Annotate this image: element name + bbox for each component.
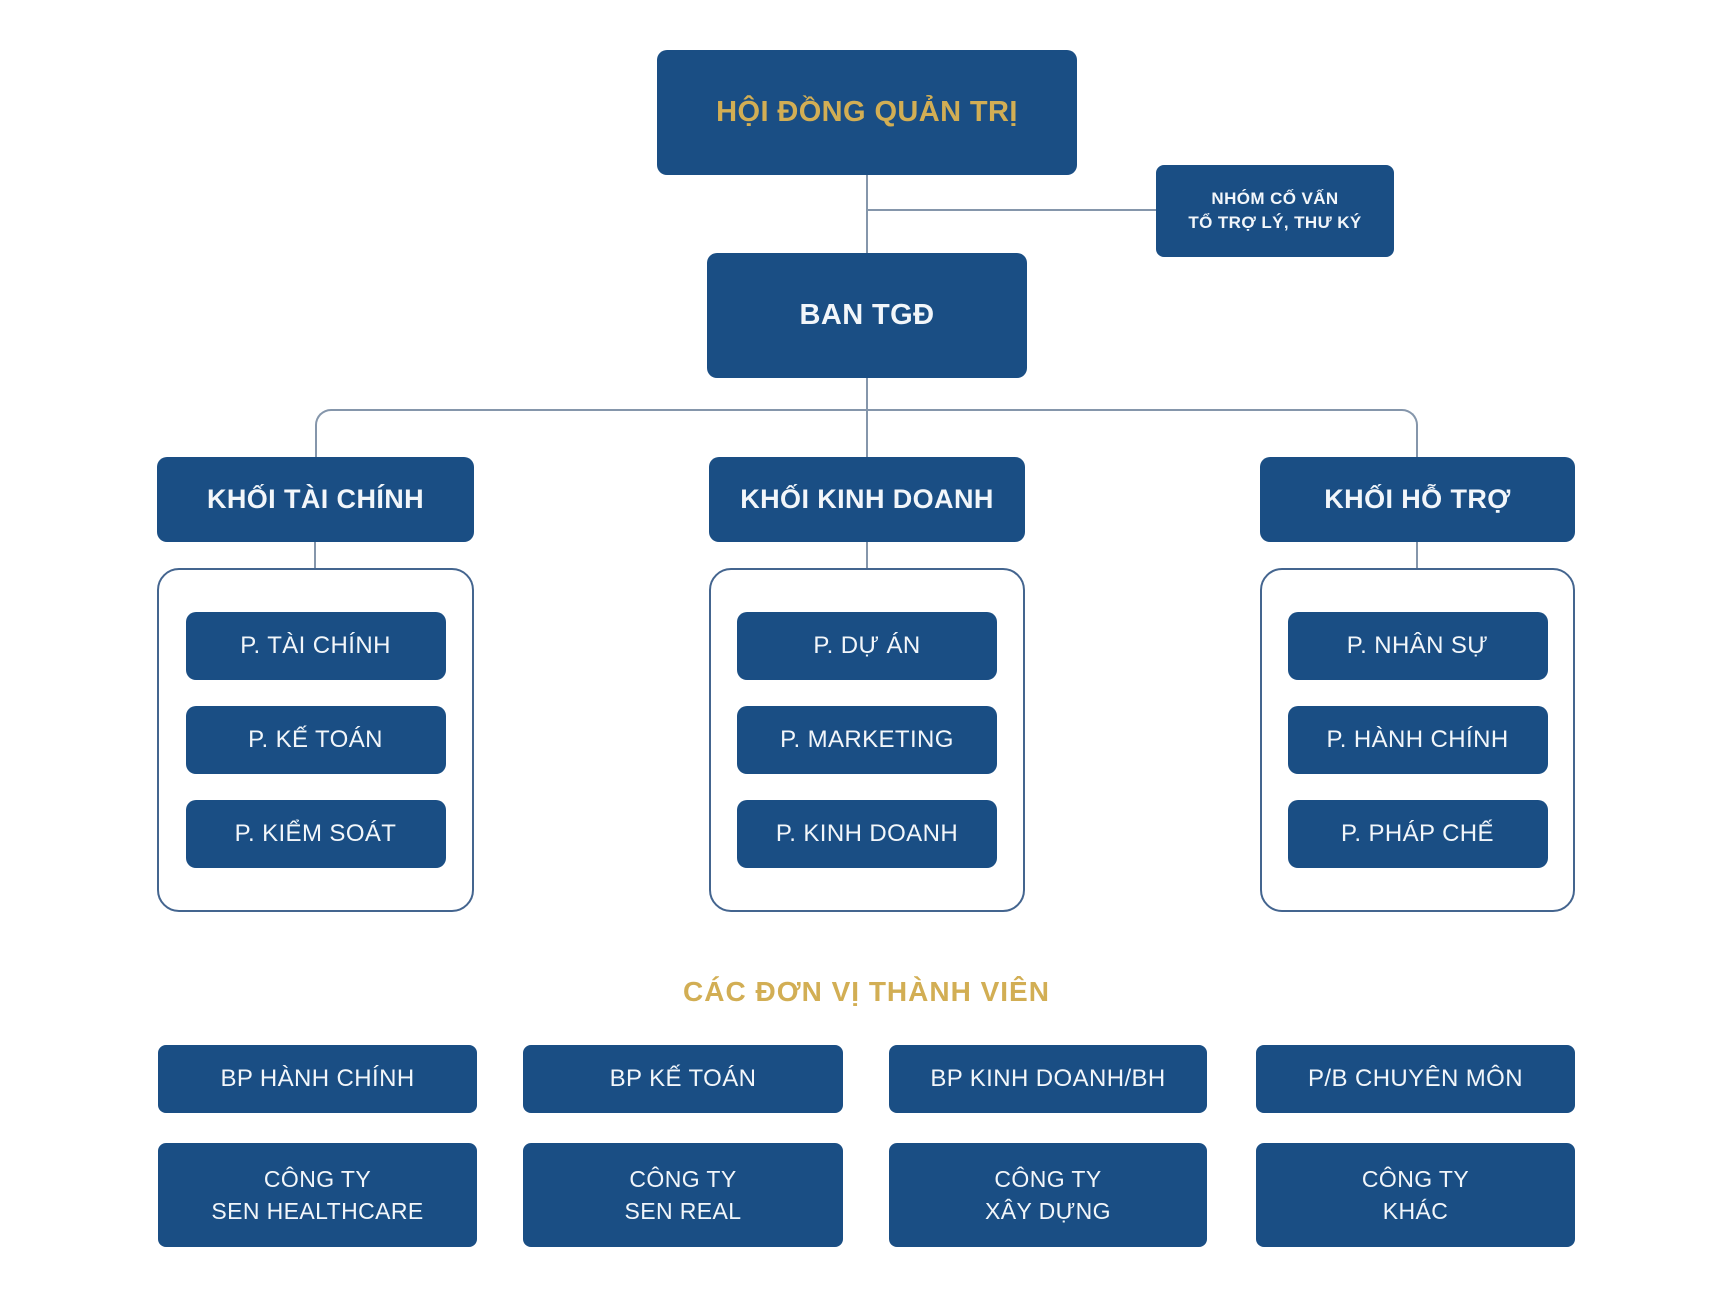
member-unit-label: BP HÀNH CHÍNH — [220, 1065, 415, 1092]
division-label-support: KHỐI HỖ TRỢ — [1324, 484, 1511, 514]
department-label: P. PHÁP CHẾ — [1341, 820, 1494, 847]
department-box-support-1: P. NHÂN SỰ — [1287, 612, 1548, 680]
member-company-label-line1: CÔNG TY — [263, 1165, 372, 1192]
department-box-business-2: P. MARKETING — [737, 706, 997, 774]
division-box-business: KHỐI KINH DOANH — [709, 457, 1025, 542]
department-group-finance: P. TÀI CHÍNH P. KẾ TOÁN P. KIỂM SOÁT — [157, 568, 474, 912]
member-company-box-3: CÔNG TY XÂY DỰNG — [889, 1143, 1207, 1247]
department-label: P. TÀI CHÍNH — [240, 632, 391, 659]
member-company-label-line2: XÂY DỰNG — [985, 1198, 1111, 1224]
department-label: P. DỰ ÁN — [813, 632, 921, 659]
connector-divisions-rail — [315, 409, 1418, 458]
member-unit-label: P/B CHUYÊN MÔN — [1308, 1065, 1523, 1092]
connector-root-to-advisor — [867, 209, 1156, 211]
connector-root-to-executive — [866, 175, 868, 254]
connector-executive-to-rail — [866, 378, 868, 458]
department-box-finance-3: P. KIỂM SOÁT — [185, 800, 446, 868]
member-company-label-line2: SEN HEALTHCARE — [211, 1198, 424, 1224]
member-unit-box-1: BP HÀNH CHÍNH — [158, 1045, 477, 1113]
department-box-finance-1: P. TÀI CHÍNH — [185, 612, 446, 680]
department-group-business: P. DỰ ÁN P. MARKETING P. KINH DOANH — [709, 568, 1025, 912]
division-label-business: KHỐI KINH DOANH — [740, 484, 994, 514]
department-box-business-1: P. DỰ ÁN — [737, 612, 997, 680]
member-company-label-line2: KHÁC — [1382, 1198, 1449, 1224]
department-label: P. HÀNH CHÍNH — [1326, 726, 1509, 753]
member-unit-box-3: BP KINH DOANH/BH — [889, 1045, 1207, 1113]
member-company-box-1: CÔNG TY SEN HEALTHCARE — [158, 1143, 477, 1247]
member-company-label-line1: CÔNG TY — [1361, 1165, 1470, 1192]
member-company-box-2: CÔNG TY SEN REAL — [523, 1143, 843, 1247]
member-unit-box-4: P/B CHUYÊN MÔN — [1256, 1045, 1575, 1113]
advisor-group-label-line2: TỔ TRỢ LÝ, THƯ KÝ — [1188, 213, 1362, 232]
division-box-support: KHỐI HỖ TRỢ — [1260, 457, 1575, 542]
member-company-label-line1: CÔNG TY — [629, 1165, 737, 1192]
connector-division-drop-business — [866, 542, 868, 569]
member-company-box-4: CÔNG TY KHÁC — [1256, 1143, 1575, 1247]
executive-board-label: BAN TGĐ — [799, 299, 935, 331]
members-section-title: CÁC ĐƠN VỊ THÀNH VIÊN — [683, 976, 1050, 1007]
department-box-support-3: P. PHÁP CHẾ — [1287, 800, 1548, 868]
member-company-label-line1: CÔNG TY — [994, 1165, 1102, 1192]
department-label: P. NHÂN SỰ — [1346, 632, 1489, 659]
department-label: P. KẾ TOÁN — [248, 726, 383, 753]
department-label: P. KINH DOANH — [775, 820, 959, 847]
department-box-support-2: P. HÀNH CHÍNH — [1287, 706, 1548, 774]
member-unit-label: BP KẾ TOÁN — [609, 1065, 757, 1092]
department-box-business-3: P. KINH DOANH — [737, 800, 997, 868]
department-box-finance-2: P. KẾ TOÁN — [185, 706, 446, 774]
connector-division-drop-support — [1416, 542, 1418, 569]
member-unit-label: BP KINH DOANH/BH — [930, 1065, 1166, 1092]
executive-board-box: BAN TGĐ — [707, 253, 1027, 378]
board-of-directors-label: HỘI ĐỒNG QUẢN TRỊ — [716, 96, 1018, 128]
department-label: P. MARKETING — [780, 726, 954, 753]
division-box-finance: KHỐI TÀI CHÍNH — [157, 457, 474, 542]
department-label: P. KIỂM SOÁT — [234, 820, 397, 847]
advisor-group-label-line1: NHÓM CỐ VẤN — [1211, 189, 1339, 209]
member-company-label-line2: SEN REAL — [624, 1198, 742, 1224]
advisor-group-box: NHÓM CỐ VẤN TỔ TRỢ LÝ, THƯ KÝ — [1156, 165, 1394, 257]
connector-division-drop-finance — [314, 542, 316, 569]
member-unit-box-2: BP KẾ TOÁN — [523, 1045, 843, 1113]
board-of-directors-box: HỘI ĐỒNG QUẢN TRỊ — [657, 50, 1077, 175]
department-group-support: P. NHÂN SỰ P. HÀNH CHÍNH P. PHÁP CHẾ — [1260, 568, 1575, 912]
division-label-finance: KHỐI TÀI CHÍNH — [206, 484, 425, 514]
